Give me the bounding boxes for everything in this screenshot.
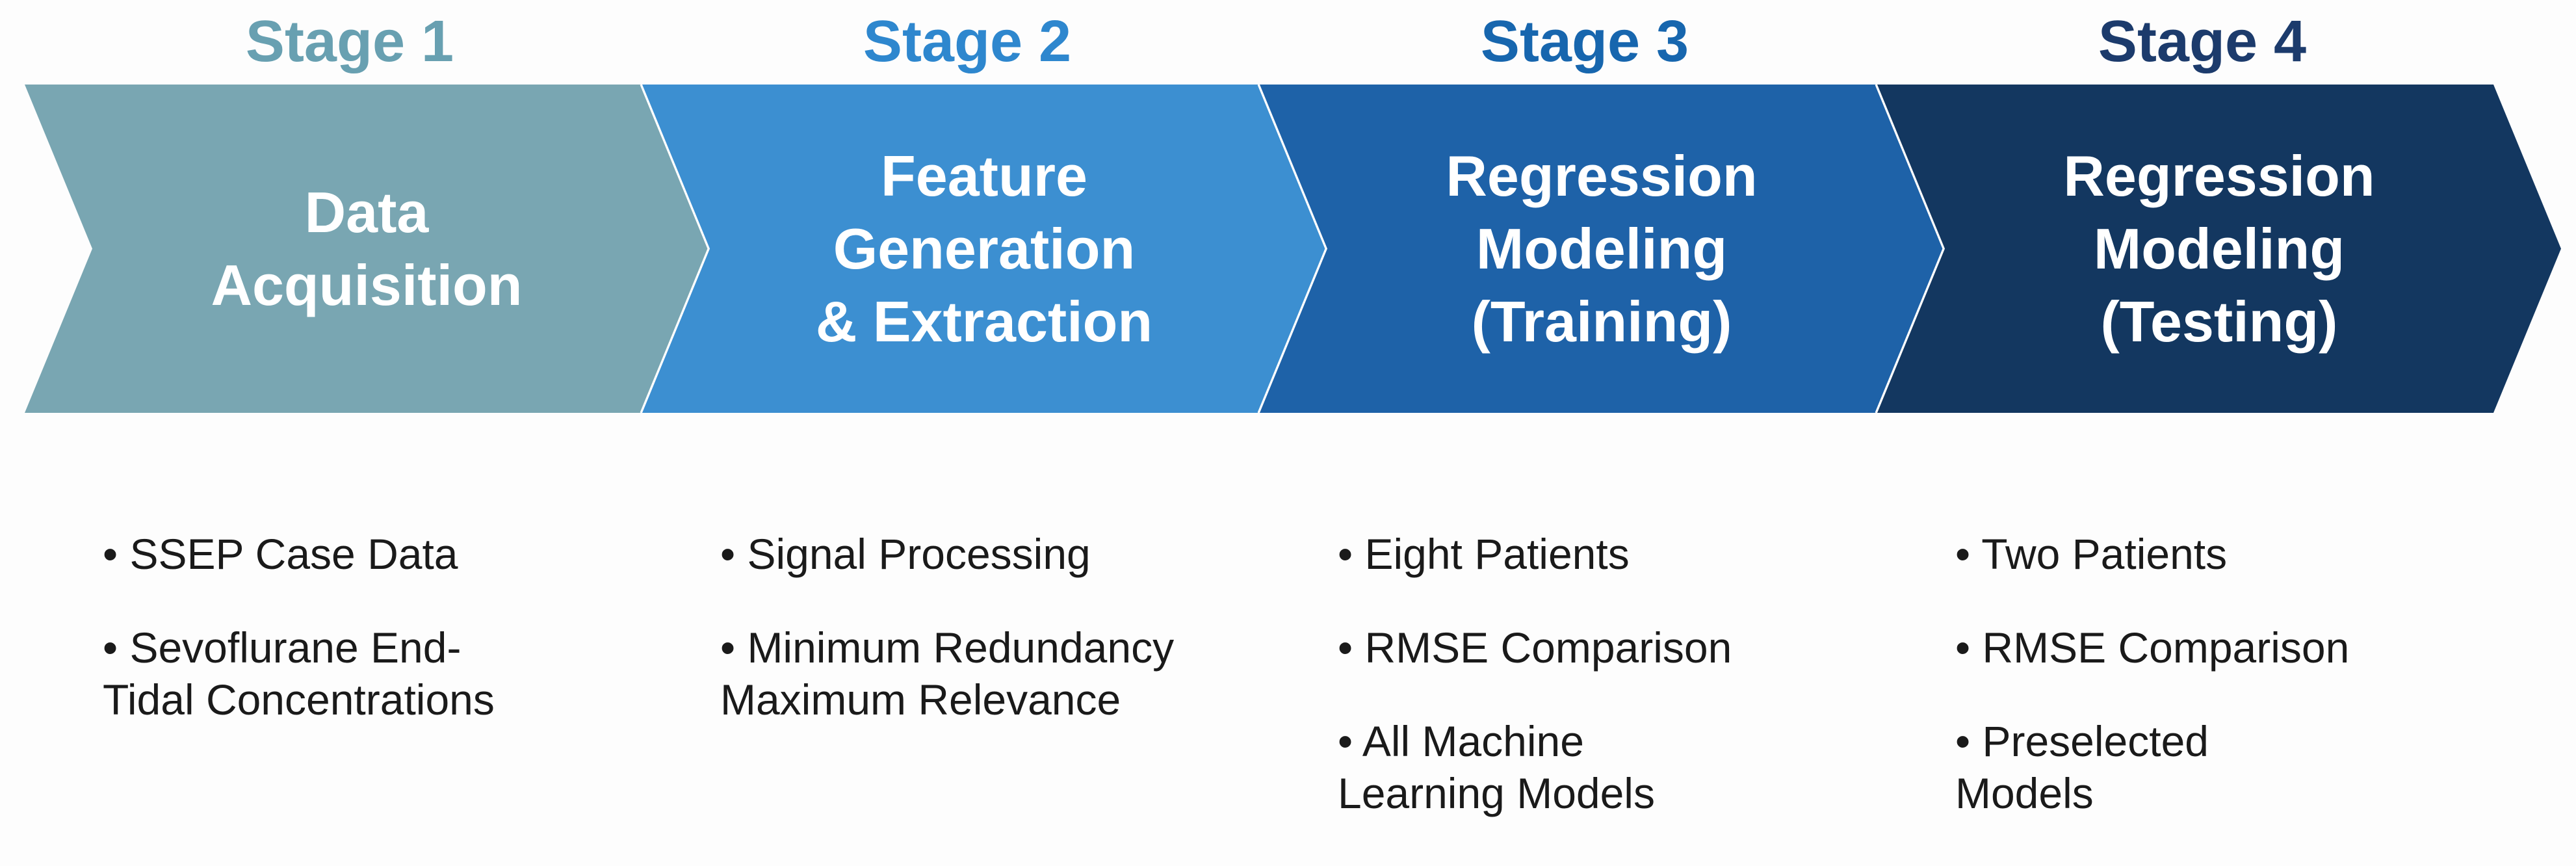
stage-4-label: Stage 4 [2098,9,2307,74]
stage-2-title-line: & Extraction [815,289,1153,354]
bullet-dot: • [1338,717,1362,765]
stage-2-label: Stage 2 [863,9,1072,74]
stage-3-arrow [1260,85,1944,413]
arrow-separator-1 [640,85,710,413]
bullet-item: • Signal Processing [720,528,1253,580]
bullet-line: Tidal Concentrations [103,674,636,726]
stage-4-title-line: (Testing) [2100,289,2338,354]
bullet-dot: • [1338,530,1365,578]
bullet-line: Maximum Relevance [720,674,1253,726]
bullet-dot: • [720,530,748,578]
stage-1-title-line: Data [304,179,429,244]
stage-4-bullet-list: • Two Patients• RMSE Comparison• Presele… [1955,528,2488,861]
bullet-text: Signal Processing [747,530,1091,578]
stage-4-arrow [1877,85,2561,413]
bullet-line: • Two Patients [1955,528,2488,580]
bullet-item: • RMSE Comparison [1955,622,2488,674]
bullet-dot: • [1338,623,1365,672]
bullet-dot: • [1955,623,1983,672]
bullet-text: Preselected [1982,717,2209,765]
bullet-text: All Machine [1362,717,1584,765]
bullet-text: Minimum Redundancy [747,623,1175,672]
bullet-item: • SSEP Case Data [103,528,636,580]
stage-3-title-line: (Training) [1471,289,1732,354]
bullet-item: • Two Patients [1955,528,2488,580]
bullet-line: • Sevoflurane End- [103,622,636,674]
stage-3-title-line: Modeling [1476,216,1728,281]
bullet-item: • RMSE Comparison [1338,622,1871,674]
bullet-text: Two Patients [1981,530,2228,578]
stage-1-title-line: Acquisition [211,252,523,317]
bullet-text: RMSE Comparison [1364,623,1732,672]
bullet-dot: • [103,530,130,578]
bullet-text: Learning Models [1338,769,1655,817]
arrow-separator-3 [1875,85,1945,413]
bullet-line: • RMSE Comparison [1338,622,1871,674]
bullet-text: SSEP Case Data [129,530,458,578]
stage-1-bullet-list: • SSEP Case Data• Sevoflurane End-Tidal … [103,528,636,767]
stage-2-title-line: Feature [881,143,1087,208]
bullet-line: • SSEP Case Data [103,528,636,580]
bullet-line: • Preselected [1955,715,2488,767]
chevron-band [25,85,2561,413]
stage-3-title-line: Regression [1446,143,1758,208]
stage-1-arrow [25,85,709,413]
bullet-item: • Eight Patients [1338,528,1871,580]
stage-1-label: Stage 1 [245,9,454,74]
stage-3-bullet-list: • Eight Patients• RMSE Comparison• All M… [1338,528,1871,861]
bullet-dot: • [1955,530,1982,578]
bullet-line: • RMSE Comparison [1955,622,2488,674]
bullet-dot: • [103,623,130,672]
bullet-line: • Minimum Redundancy [720,622,1253,674]
stage-4-title-line: Modeling [2093,216,2345,281]
bullet-line: Learning Models [1338,767,1871,819]
stage-4-title-line: Regression [2063,143,2375,208]
bullet-line: • Eight Patients [1338,528,1871,580]
bullet-text: Tidal Concentrations [103,676,495,724]
stage-3-label: Stage 3 [1480,9,1689,74]
bullet-dot: • [720,623,748,672]
bullet-text: Sevoflurane End- [129,623,462,672]
arrow-separator-2 [1257,85,1327,413]
stage-2-title-line: Generation [833,216,1136,281]
stage-2-arrow [642,85,1326,413]
bullet-text: RMSE Comparison [1982,623,2350,672]
bullet-dot: • [1955,717,1983,765]
bullet-text: Maximum Relevance [720,676,1121,724]
bullet-line: Models [1955,767,2488,819]
bullet-item: • Sevoflurane End-Tidal Concentrations [103,622,636,726]
bullet-line: • All Machine [1338,715,1871,767]
bullet-text: Models [1955,769,2094,817]
bullet-text: Eight Patients [1364,530,1630,578]
bullet-line: • Signal Processing [720,528,1253,580]
